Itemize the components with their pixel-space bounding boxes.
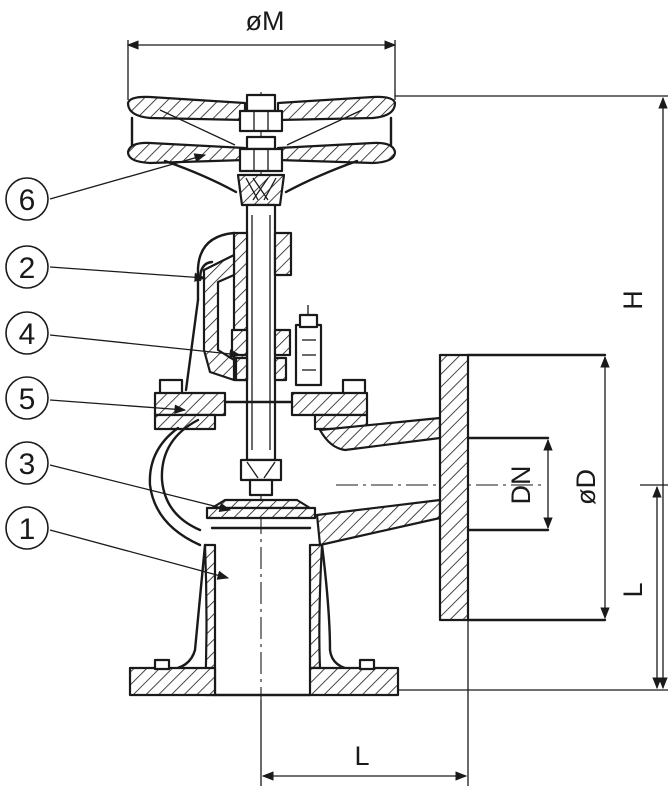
dim-height: H <box>618 290 648 310</box>
callout-5-label: 5 <box>19 383 36 416</box>
side-flange <box>438 353 607 622</box>
callout-3-label: 3 <box>19 448 36 481</box>
callout-4-label: 4 <box>19 318 36 351</box>
callout-bubbles: 6 2 4 5 3 1 <box>5 177 49 550</box>
valve-stem <box>245 203 277 462</box>
dim-side-length: L <box>618 582 648 597</box>
callout-5: 5 <box>5 376 49 420</box>
dim-nominal-diameter: DN <box>506 466 536 505</box>
gland-packing <box>230 305 323 387</box>
stem-coupling <box>236 173 286 207</box>
callout-2: 2 <box>5 245 49 289</box>
centre-lines <box>260 92 545 700</box>
stem-nuts <box>238 93 284 173</box>
valve-disc <box>205 458 317 530</box>
bottom-flange <box>128 658 400 697</box>
callout-3: 3 <box>5 441 49 485</box>
callout-6-label: 6 <box>19 184 36 217</box>
callout-1-label: 1 <box>19 513 36 546</box>
callout-4: 4 <box>5 311 49 355</box>
callout-2-label: 2 <box>19 252 36 285</box>
dim-handwheel-diameter: øM <box>246 6 285 36</box>
callout-6: 6 <box>5 177 49 221</box>
dimension-labels: øM H L DN øD L <box>246 6 648 771</box>
valve-body <box>148 416 442 697</box>
dim-flange-diameter: øD <box>571 469 601 505</box>
callout-leaders <box>49 153 242 580</box>
dim-bottom-length: L <box>354 741 369 771</box>
callout-1: 1 <box>5 506 49 550</box>
dimension-lines <box>126 40 668 786</box>
